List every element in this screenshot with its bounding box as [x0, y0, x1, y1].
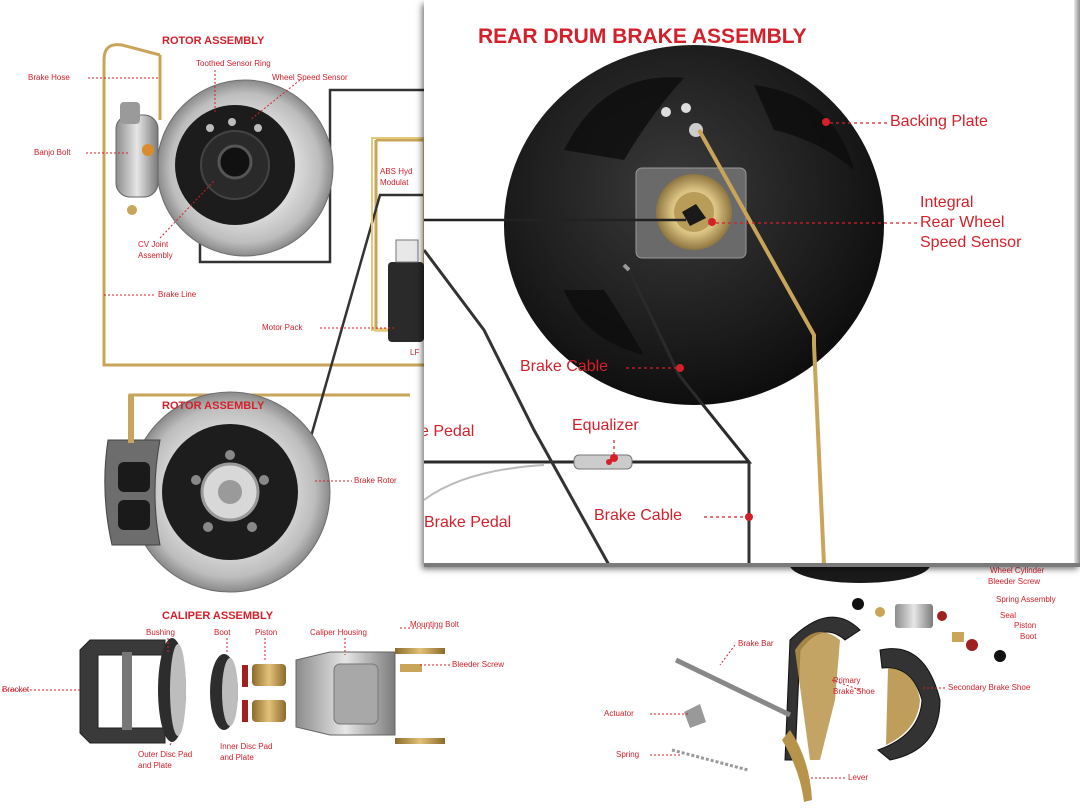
label-inner-pad: Inner Disc Pad	[220, 742, 273, 751]
label-backing-plate: Backing Plate	[890, 113, 988, 130]
label-primary-shoe: Primary	[833, 676, 861, 685]
label-pedal-partial: e Pedal	[424, 423, 475, 440]
label-brake-bar: Brake Bar	[738, 639, 774, 648]
equalizer-shape	[573, 454, 633, 470]
label-primary-shoe-2: Brake Shoe	[833, 687, 875, 696]
label-brake-pedal: Brake Pedal	[424, 514, 512, 531]
label-cv-joint: CV Joint	[138, 240, 169, 249]
label-abs-module-2: Modulat	[380, 178, 409, 187]
label-spring-assembly: Spring Assembly	[996, 595, 1056, 604]
label-motor-pack: Motor Pack	[262, 323, 303, 332]
label-toothed-sensor-ring: Toothed Sensor Ring	[196, 59, 271, 68]
inset-shadow-bottom	[424, 563, 1080, 567]
label-brake-rotor: Brake Rotor	[354, 476, 397, 485]
label-speed-sensor: Speed Sensor	[920, 234, 1022, 251]
top-rotor-title: ROTOR ASSEMBLY	[162, 35, 265, 47]
label-abs-module: ABS Hyd	[380, 167, 413, 176]
label-mounting-bolt: Mounting Bolt	[410, 620, 459, 629]
label-outer-pad: Outer Disc Pad	[138, 750, 193, 759]
label-drum-boot: Boot	[1020, 632, 1037, 641]
label-outer-pad-2: and Plate	[138, 761, 172, 770]
label-boot: Boot	[214, 628, 231, 637]
label-rear-wheel: Rear Wheel	[920, 214, 1005, 231]
label-bushing: Bushing	[146, 628, 175, 637]
label-banjo-bolt: Banjo Bolt	[34, 148, 71, 157]
label-brake-line: Brake Line	[158, 290, 197, 299]
rear-drum-artwork	[424, 45, 918, 565]
label-inner-pad-2: and Plate	[220, 753, 254, 762]
label-piston: Piston	[255, 628, 278, 637]
inset-title: REAR DRUM BRAKE ASSEMBLY	[478, 25, 807, 48]
caliper-exploded	[79, 638, 445, 744]
label-brake-cable-lower: Brake Cable	[594, 507, 683, 524]
label-wheel-cylinder: Wheel Cylinder	[990, 566, 1045, 575]
label-lf: LF	[410, 348, 420, 357]
label-actuator: Actuator	[604, 709, 634, 718]
label-wheel-speed-sensor: Wheel Speed Sensor	[272, 73, 348, 82]
middle-caliper	[104, 395, 161, 546]
label-bleeder-screw: Bleeder Screw	[452, 660, 505, 669]
label-equalizer: Equalizer	[572, 417, 639, 434]
leader-lines	[2, 70, 945, 779]
label-secondary-shoe: Secondary Brake Shoe	[948, 683, 1031, 692]
top-rotor	[156, 79, 334, 257]
label-integral: Integral	[920, 194, 974, 211]
inset-shadow-right	[1074, 0, 1080, 567]
label-brake-hose: Brake Hose	[28, 73, 70, 82]
label-drum-piston: Piston	[1014, 621, 1037, 630]
drum-exploded	[671, 547, 1006, 802]
label-spring: Spring	[616, 750, 640, 759]
mid-rotor-title: ROTOR ASSEMBLY	[162, 400, 265, 412]
label-drum-bleeder-screw: Bleeder Screw	[988, 577, 1041, 586]
label-cv-joint-assembly: Assembly	[138, 251, 173, 260]
middle-rotor	[129, 391, 331, 593]
caliper-title: CALIPER ASSEMBLY	[162, 610, 274, 622]
label-bracket: Bracket	[2, 685, 30, 694]
rear-drum-inset: REAR DRUM BRAKE ASSEMBLY Backing Plate I…	[424, 0, 1080, 565]
label-brake-cable-upper: Brake Cable	[520, 358, 609, 375]
label-seal: Seal	[1000, 611, 1017, 620]
top-caliper	[115, 102, 159, 215]
label-caliper-housing: Caliper Housing	[310, 628, 367, 637]
label-lever: Lever	[848, 773, 869, 782]
